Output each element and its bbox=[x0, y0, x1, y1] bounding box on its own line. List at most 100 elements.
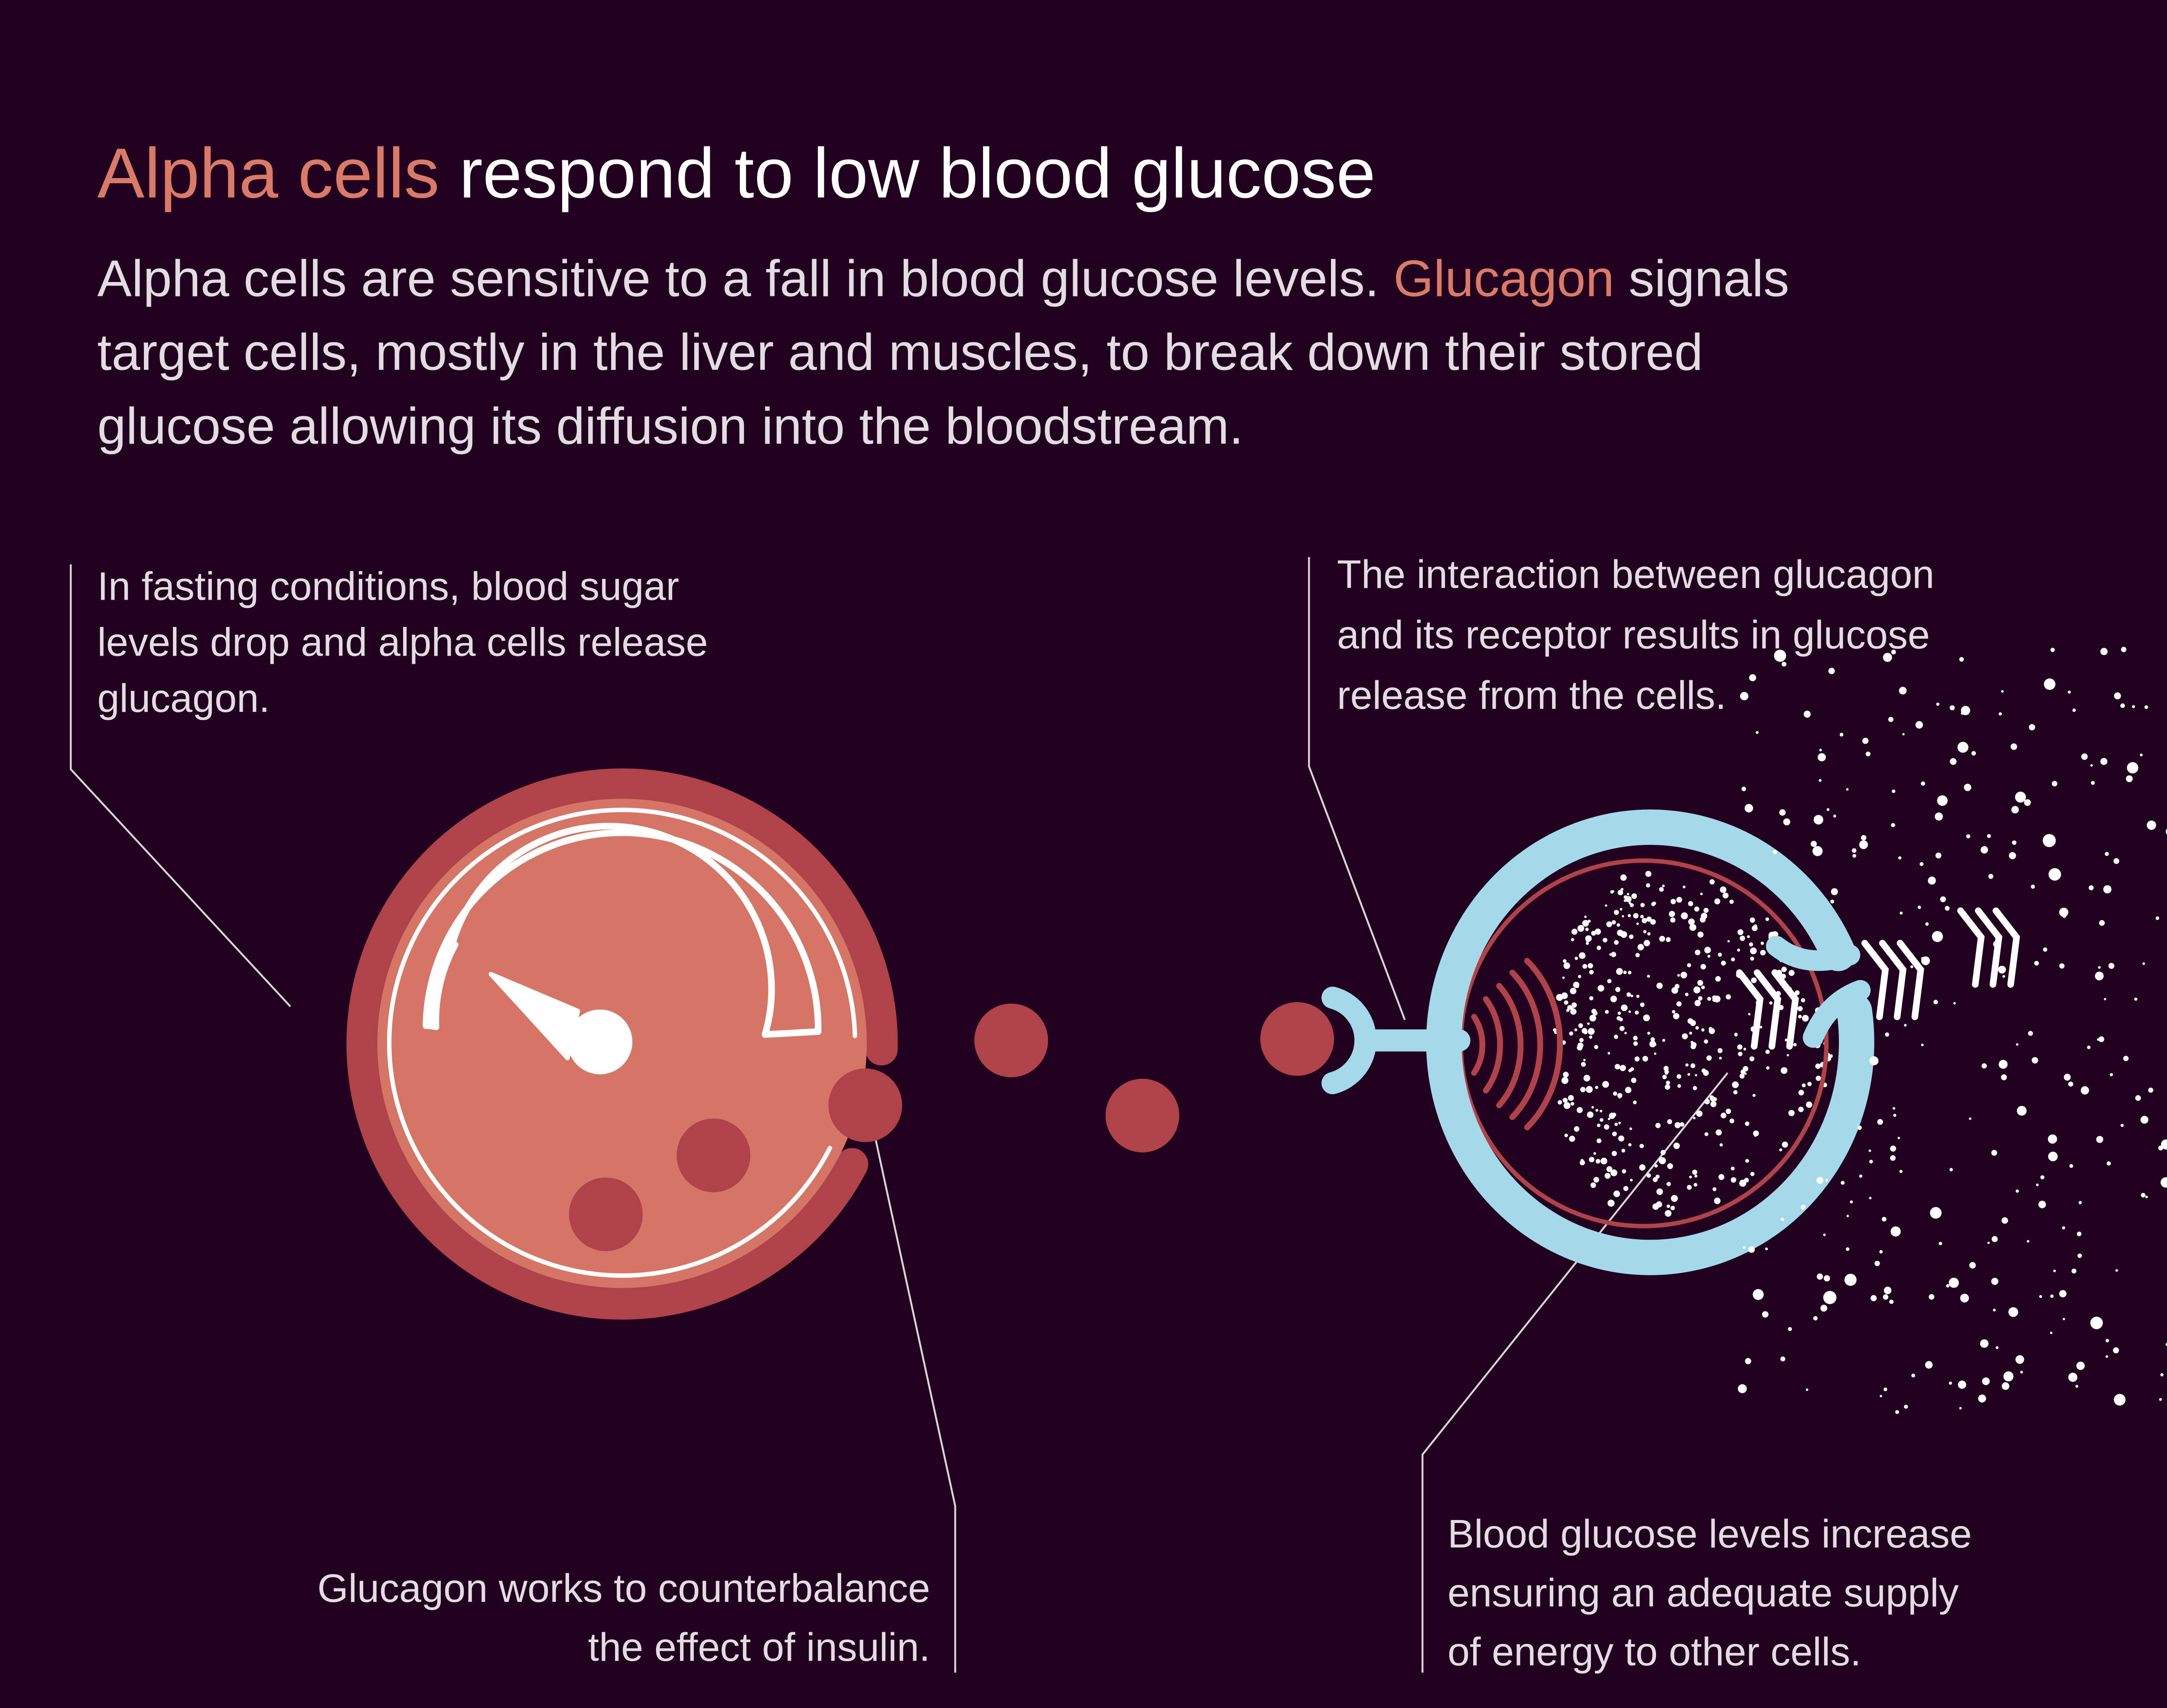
glucose-particle bbox=[1687, 1073, 1690, 1076]
gauge-hub bbox=[567, 1009, 633, 1075]
svg-text:of energy to other cells.: of energy to other cells. bbox=[1448, 1630, 1861, 1674]
glucose-particle bbox=[1626, 992, 1631, 997]
glucose-particle bbox=[2059, 1290, 2067, 1298]
glucose-particle bbox=[1889, 1299, 1894, 1304]
glucose-particle bbox=[1987, 834, 1991, 838]
glucose-particle bbox=[1633, 913, 1639, 919]
glucose-particle bbox=[1748, 1013, 1751, 1016]
glucose-particle bbox=[1725, 1108, 1731, 1114]
glucose-particle bbox=[1978, 1394, 1986, 1403]
glucose-particle bbox=[2043, 947, 2047, 952]
glucose-particle bbox=[1610, 890, 1614, 894]
glucose-particle bbox=[1624, 1032, 1627, 1035]
glucose-particle bbox=[1690, 1020, 1696, 1026]
glucose-particle bbox=[2034, 961, 2039, 966]
glucose-particle bbox=[1839, 733, 1844, 737]
glucose-particle bbox=[2096, 1136, 2103, 1143]
glucose-particle bbox=[1707, 997, 1711, 1001]
alpha-cell bbox=[346, 768, 898, 1320]
glucose-particle bbox=[1582, 920, 1589, 927]
glucose-particle bbox=[1700, 964, 1706, 970]
glucose-particle bbox=[1606, 1166, 1613, 1172]
glucose-particle bbox=[1562, 976, 1565, 979]
glucose-particle bbox=[1733, 1090, 1738, 1094]
glucose-particle bbox=[1642, 1056, 1648, 1062]
glucose-particle bbox=[1945, 906, 1950, 911]
glucose-particle bbox=[1617, 890, 1624, 896]
glucose-particle bbox=[1643, 940, 1650, 946]
glucose-particle bbox=[1622, 1169, 1627, 1174]
glucose-particle bbox=[2039, 1295, 2042, 1298]
glucose-particle bbox=[1798, 1107, 1804, 1112]
glucose-particle bbox=[1693, 1183, 1698, 1187]
glucose-particle bbox=[2001, 1074, 2007, 1081]
glucose-particle bbox=[1892, 789, 1896, 793]
glucose-particle bbox=[1793, 1043, 1797, 1047]
glucose-particle bbox=[1748, 1246, 1755, 1253]
glucose-particle bbox=[2091, 781, 2095, 785]
glucose-particle bbox=[1698, 996, 1703, 1001]
glucose-particle bbox=[1687, 963, 1691, 968]
glucose-particle bbox=[1587, 1022, 1590, 1025]
glucagon-molecule bbox=[828, 1068, 902, 1142]
glucose-particle bbox=[1816, 1273, 1823, 1280]
glucose-particle bbox=[1890, 1226, 1901, 1237]
glucose-particle bbox=[1574, 1028, 1578, 1032]
glucose-particle bbox=[1935, 852, 1942, 859]
glucose-particle bbox=[1993, 1309, 1996, 1312]
glucose-particle bbox=[2113, 858, 2119, 864]
glucose-particle bbox=[1621, 1149, 1625, 1153]
glucose-particle bbox=[1732, 1081, 1739, 1088]
glucose-particle bbox=[1704, 1132, 1708, 1137]
glucose-particle bbox=[1998, 1060, 2008, 1069]
glucose-particle bbox=[1800, 1205, 1806, 1210]
glucose-particle bbox=[1585, 942, 1589, 945]
glucose-particle bbox=[1949, 1168, 1953, 1172]
glucose-particle bbox=[1597, 1124, 1601, 1127]
lead-paragraph: Alpha cells are sensitive to a fall in b… bbox=[97, 250, 1789, 455]
glucose-particle bbox=[1712, 1187, 1717, 1192]
glucose-particle bbox=[1801, 998, 1806, 1003]
glucose-particle bbox=[2087, 1046, 2091, 1049]
glucose-particles-inner bbox=[1553, 870, 1833, 1217]
chevron bbox=[1897, 940, 1924, 1020]
glucose-particle bbox=[2090, 1316, 2103, 1329]
glucose-particle bbox=[1593, 1177, 1599, 1183]
glucose-particle bbox=[1607, 1052, 1611, 1055]
glucose-particle bbox=[1958, 1380, 1966, 1389]
glucose-particle bbox=[1738, 1052, 1743, 1056]
glucose-particle bbox=[1636, 922, 1639, 925]
glucose-particle bbox=[1629, 934, 1633, 939]
glucose-particle bbox=[2148, 1088, 2154, 1093]
glucose-particle bbox=[1869, 1056, 1879, 1065]
glucose-particle bbox=[1823, 1233, 1826, 1236]
glucose-particle bbox=[1897, 1137, 1900, 1140]
glucose-particle bbox=[1812, 846, 1823, 856]
glucose-particle bbox=[1655, 1123, 1661, 1128]
glucose-particle bbox=[1635, 953, 1640, 958]
glucose-particle bbox=[2002, 975, 2005, 978]
glucose-particle bbox=[2097, 1038, 2100, 1041]
glucose-particle bbox=[2011, 806, 2019, 814]
glucose-particle bbox=[1820, 1305, 1828, 1312]
glucose-particle bbox=[1692, 1086, 1697, 1091]
glucose-particle bbox=[1744, 804, 1754, 813]
glucose-particle bbox=[1780, 1218, 1784, 1221]
glucose-particle bbox=[1852, 854, 1856, 858]
glucagon-molecule bbox=[1260, 1002, 1334, 1076]
glucose-particle bbox=[1935, 812, 1943, 821]
glucose-particle bbox=[2050, 1294, 2054, 1298]
glucose-particle bbox=[1671, 1195, 1678, 1202]
annotation-glucose-increase: Blood glucose levels increase ensuring a… bbox=[1448, 1512, 1972, 1674]
glucose-particle bbox=[1628, 1143, 1632, 1146]
glucose-particle bbox=[1949, 1277, 1959, 1288]
glucose-particle bbox=[1949, 758, 1957, 765]
glucose-particle bbox=[2059, 907, 2069, 917]
glucose-particle bbox=[1759, 1026, 1763, 1029]
glucose-particle bbox=[2104, 998, 2106, 1000]
glucose-particle bbox=[1601, 1157, 1607, 1165]
glucose-particle bbox=[1604, 1172, 1611, 1179]
glucose-particle bbox=[1702, 1068, 1706, 1073]
glucose-particle bbox=[1695, 1074, 1697, 1077]
glucose-particle bbox=[1585, 928, 1589, 932]
